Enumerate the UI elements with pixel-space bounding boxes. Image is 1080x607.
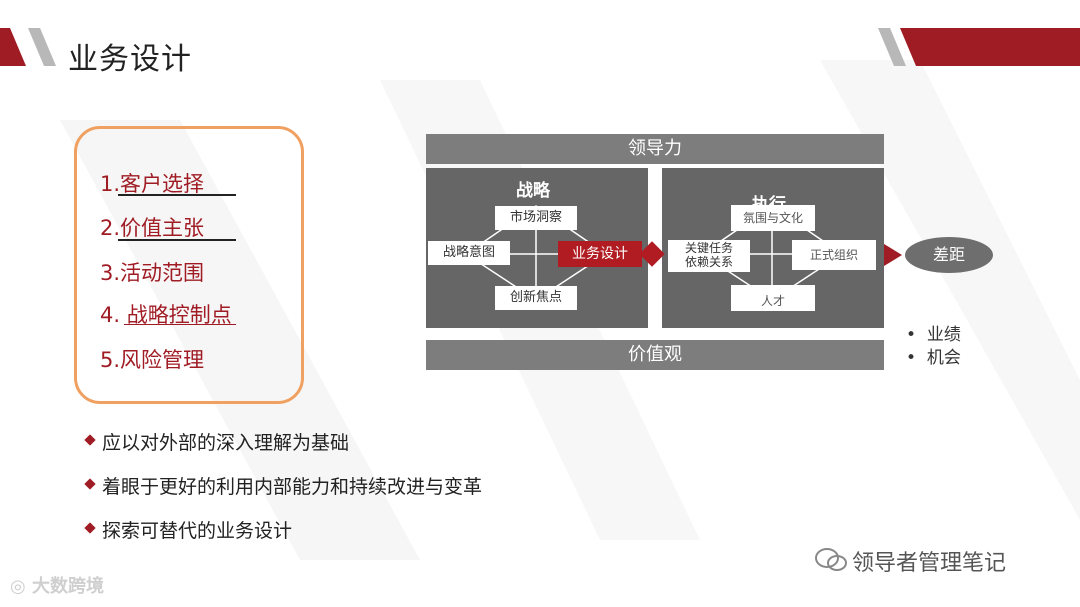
business-design-box: 业务设计 — [558, 241, 642, 267]
corner-decoration-right — [878, 28, 1080, 66]
innovation-focus-box: 创新焦点 — [495, 286, 577, 310]
climate-culture-box: 氛围与文化 — [731, 205, 815, 231]
wechat-icon — [815, 548, 847, 571]
bullet-item: 着眼于更好的利用内部能力和持续改进与变革 — [102, 476, 483, 498]
strategic-intent-box: 战略意图 — [428, 241, 510, 265]
formal-org-box: 正式组织 — [792, 240, 876, 270]
arrow-right-icon — [884, 244, 902, 266]
list-item-customer: 1.客户选择 — [100, 172, 205, 196]
list-item-risk: 5.风险管理 — [100, 348, 205, 372]
key-tasks-line1: 关键任务 — [684, 241, 733, 255]
list-item-scope: 3.活动范围 — [100, 261, 205, 285]
wechat-watermark: 领导者管理笔记 — [852, 551, 1007, 576]
gap-item-performance: • 业绩 — [906, 325, 961, 345]
key-tasks-line2: 依赖关系 — [684, 255, 733, 269]
values-bar: 价值观 — [426, 340, 884, 370]
underline — [118, 194, 236, 196]
leadership-bar: 领导力 — [426, 134, 884, 164]
market-insight-box: 市场洞察 — [495, 206, 577, 230]
list-item-control: 4. 战略控制点 — [100, 303, 232, 327]
design-elements-panel — [74, 126, 304, 404]
bullet-item: 应以对外部的深入理解为基础 — [102, 432, 350, 454]
underline — [118, 239, 236, 241]
bullet-item: 探索可替代的业务设计 — [102, 520, 293, 542]
strategy-title: 战略 — [516, 181, 550, 201]
underline — [124, 324, 236, 325]
brand-logo-icon: ◎ — [10, 576, 26, 597]
key-tasks-box: 关键任务 依赖关系 — [668, 240, 750, 272]
page-title: 业务设计 — [68, 42, 192, 77]
list-item-value: 2.价值主张 — [100, 216, 205, 240]
corner-decoration-left — [0, 28, 56, 66]
brand-watermark: ◎ 大数跨境 — [10, 576, 104, 597]
gap-item-opportunity: • 机会 — [906, 348, 961, 368]
gap-oval: 差距 — [905, 237, 993, 273]
talent-box: 人才 — [731, 285, 815, 311]
